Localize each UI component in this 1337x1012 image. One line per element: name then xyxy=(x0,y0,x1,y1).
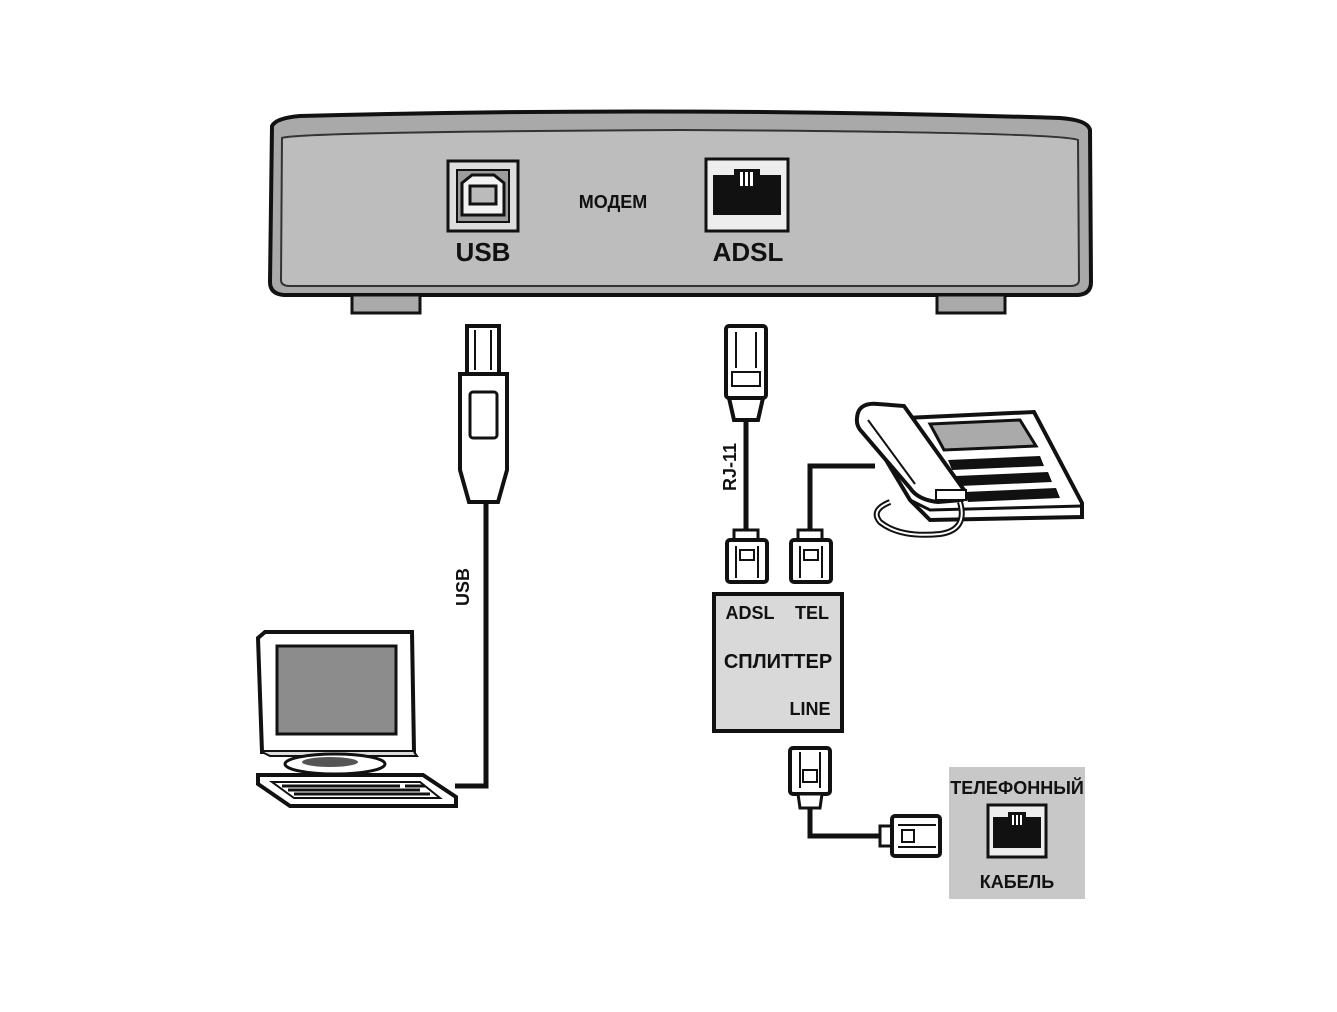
modem-title: МОДЕМ xyxy=(579,192,648,212)
splitter-line-label: LINE xyxy=(789,699,830,719)
adsl-port xyxy=(704,157,790,233)
modem: USB МОДЕМ ADSL xyxy=(267,109,1094,315)
telephone-handset xyxy=(854,401,967,505)
usb-cable: USB xyxy=(453,324,509,789)
rj11-cable: RJ-11 xyxy=(720,324,769,584)
usb-port-label: USB xyxy=(456,237,511,267)
rj11-cable-label: RJ-11 xyxy=(720,443,740,491)
line-plug-splitter xyxy=(788,746,832,810)
splitter: ADSL TEL СПЛИТТЕР LINE xyxy=(712,592,844,733)
wall-socket: ТЕЛЕФОННЫЙ КАБЕЛЬ xyxy=(949,767,1085,899)
usb-cable-label: USB xyxy=(453,568,473,606)
adsl-port-label: ADSL xyxy=(713,237,784,267)
splitter-box xyxy=(712,592,844,733)
splitter-adsl-label: ADSL xyxy=(726,603,775,623)
tel-plug xyxy=(789,528,833,584)
modem-foot-right xyxy=(935,293,1007,315)
line-cable xyxy=(788,746,942,858)
usb-port xyxy=(446,159,520,233)
modem-face xyxy=(279,128,1081,287)
monitor-screen xyxy=(275,644,398,736)
splitter-title: СПЛИТТЕР xyxy=(724,651,832,673)
computer xyxy=(255,630,458,808)
line-plug-socket xyxy=(878,814,942,858)
rj11-plug-top xyxy=(724,324,768,422)
splitter-tel-label: TEL xyxy=(795,603,829,623)
modem-foot-left xyxy=(350,293,422,315)
usb-plug-tip xyxy=(465,324,501,376)
wall-socket-top-label: ТЕЛЕФОННЫЙ xyxy=(950,777,1084,798)
wall-socket-bottom-label: КАБЕЛЬ xyxy=(980,872,1055,892)
telephone-display xyxy=(927,418,1039,452)
phone-cable xyxy=(789,463,875,584)
wall-socket-jack xyxy=(986,803,1048,859)
telephone xyxy=(854,401,1084,538)
rj11-plug-splitter-adsl xyxy=(725,528,769,584)
